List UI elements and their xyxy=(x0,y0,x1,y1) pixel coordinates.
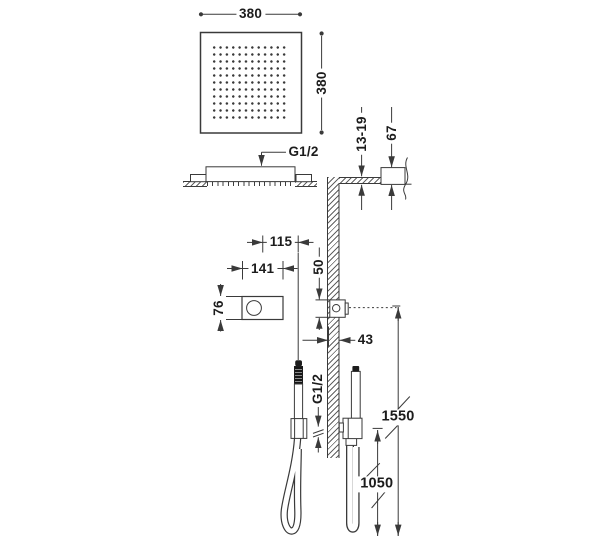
support-hose-fill xyxy=(347,443,359,532)
dim-label-panel-width: 141 xyxy=(248,261,278,276)
dim-valve-43 xyxy=(302,326,356,347)
dim-label-valve-50: 50 xyxy=(311,256,327,278)
hand-shower-front xyxy=(350,370,361,419)
wall-support-unit xyxy=(338,366,363,533)
wall-valve-box xyxy=(315,299,349,318)
hand-shower-front-cap xyxy=(352,366,360,372)
bracket-knob xyxy=(338,422,344,433)
break-line xyxy=(403,157,409,200)
break-slash xyxy=(384,424,399,439)
dim-label-head-width: 380 xyxy=(235,7,266,22)
hose-fill xyxy=(281,438,301,534)
dim-label-panel-height: 76 xyxy=(210,297,226,319)
nozzle-ticks-strip xyxy=(207,182,294,187)
dim-label-height-1550: 1550 xyxy=(378,409,418,425)
hand-shower-holder xyxy=(290,418,308,439)
break-slash xyxy=(395,396,411,412)
dim-label-ceiling-thickness: 13-19 xyxy=(353,113,369,155)
hose-connector xyxy=(345,437,358,446)
supply-leader-line xyxy=(258,151,287,166)
hand-shower xyxy=(280,253,308,535)
hand-shower-cap xyxy=(295,360,302,367)
dim-label-head-side: 380 xyxy=(314,67,329,98)
spray-dot-grid xyxy=(211,44,288,121)
label-hose-thread: G1/2 xyxy=(310,371,326,408)
ceiling-hatch-right xyxy=(339,177,382,185)
ceiling-recess-box xyxy=(380,157,412,200)
showerhead-side-view xyxy=(190,166,312,183)
dim-hose-thread xyxy=(312,405,324,453)
break-slash xyxy=(371,491,386,509)
dim-label-valve-43: 43 xyxy=(354,333,377,348)
dim-label-recess-height: 67 xyxy=(383,122,399,144)
showerhead-plan-view xyxy=(199,31,303,134)
control-panel xyxy=(241,295,284,321)
break-slash xyxy=(365,462,381,478)
dim-label-height-1050: 1050 xyxy=(357,476,397,492)
label-supply-thread: G1/2 xyxy=(285,145,322,160)
dim-label-offset-115: 115 xyxy=(266,235,296,250)
wall-bracket xyxy=(342,417,363,440)
dim-panel-height xyxy=(217,284,242,332)
hand-shower-body xyxy=(293,383,304,420)
